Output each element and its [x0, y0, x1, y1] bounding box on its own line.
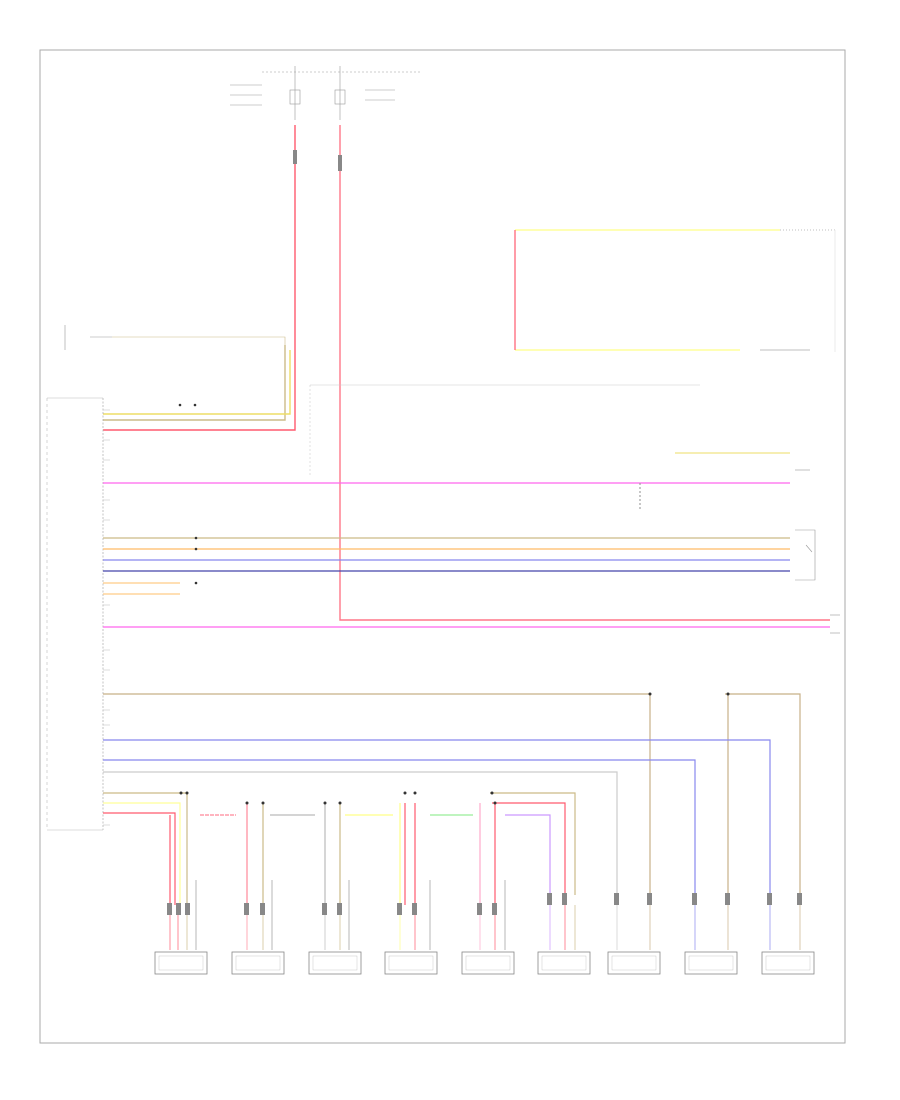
- module-box-inner: [158, 955, 811, 971]
- module-connector-icon: [684, 951, 738, 975]
- upper-right-loop: [514, 229, 836, 352]
- main-module-connector: [46, 397, 104, 831]
- module-entry-wires: [169, 880, 801, 950]
- module-connector-icon: [231, 951, 285, 975]
- sensor-wires: [639, 452, 790, 510]
- module-boxes: [154, 951, 815, 975]
- connector-pins: [167, 893, 802, 915]
- module-connector-icon: [537, 951, 591, 975]
- main-connector-pin-ticks: [103, 409, 110, 826]
- module-connector-icon: [384, 951, 438, 975]
- module-feed-wires: [103, 693, 801, 905]
- yellow-wire-top: [103, 350, 291, 415]
- fuse-block: [230, 66, 420, 120]
- module-connector-icon: [461, 951, 515, 975]
- module-connector-icon: [761, 951, 815, 975]
- brake-switch-element: [64, 325, 286, 350]
- tan-wire-top: [103, 345, 286, 421]
- module-connector-icon: [607, 951, 661, 975]
- diagram-frame: [39, 49, 846, 1044]
- red-feed-wire: [103, 125, 296, 431]
- fuse-feed-wires: [103, 125, 830, 621]
- bus-wires: [103, 482, 830, 628]
- fuse-markers: [293, 150, 342, 171]
- upper-gray-lines: [309, 384, 700, 475]
- module-connector-icon: [154, 951, 208, 975]
- splice-points: [178, 403, 730, 805]
- right-connectors: [795, 469, 840, 634]
- pink-feed-wire: [339, 125, 830, 621]
- module-connector-icon: [308, 951, 362, 975]
